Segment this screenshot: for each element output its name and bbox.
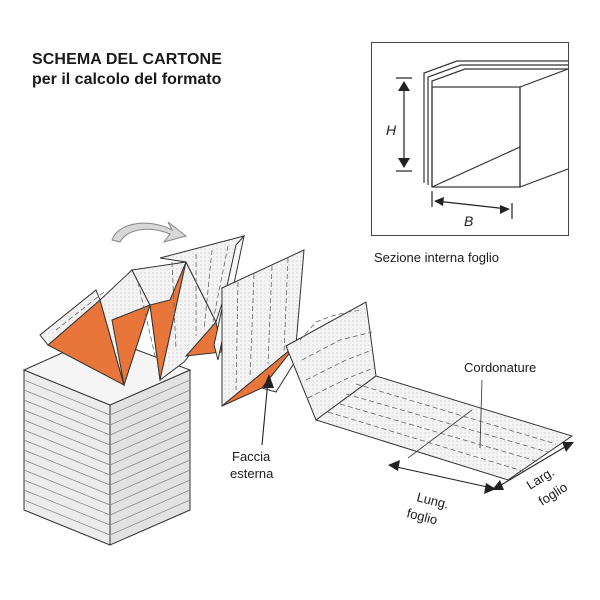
box-bottom-edge [519,168,569,188]
box-section-drawing: H B [386,60,569,229]
b-arrow-left [434,197,444,206]
flat-unfolded-sheet [285,301,574,481]
fan-fold-crease-lines [55,245,229,361]
height-label: H [386,122,397,138]
box-inner-floor-edge [431,146,521,188]
section-caption: Sezione interna foglio [374,250,500,265]
cordonature-leader-line [479,379,483,449]
rotation-arrow-icon [111,221,188,243]
box-top-edge [519,68,569,88]
flat-sheet-midline [407,409,473,459]
wall-layer-mid [427,64,568,185]
faccia-esterna-arrow-icon [261,374,274,446]
middle-crease-lines [235,257,289,391]
b-dimension-line [435,200,509,210]
faccia-esterna-label-line1: Faccia [232,449,271,464]
sheet-stack [22,335,192,546]
larg-foglio-dimension-arrow-icon [492,442,574,490]
faccia-esterna-label-line2: esterna [230,466,274,481]
h-arrow-down [398,158,410,168]
cordonature-label: Cordonature [464,360,537,375]
section-inset-box: H B [371,42,569,236]
flat-sheet-crease-lines [299,309,557,473]
h-arrow-up [398,81,410,91]
b-arrow-right [500,205,510,214]
diagram-title: SCHEMA DEL CARTONE [32,51,222,68]
diagram-subtitle: per il calcolo del formato [32,71,222,88]
base-label: B [464,213,473,229]
wall-layer-outer [423,60,568,183]
lung-foglio-dimension-arrow-icon [388,460,496,494]
lung-foglio-label-line2: foglio [405,505,439,527]
